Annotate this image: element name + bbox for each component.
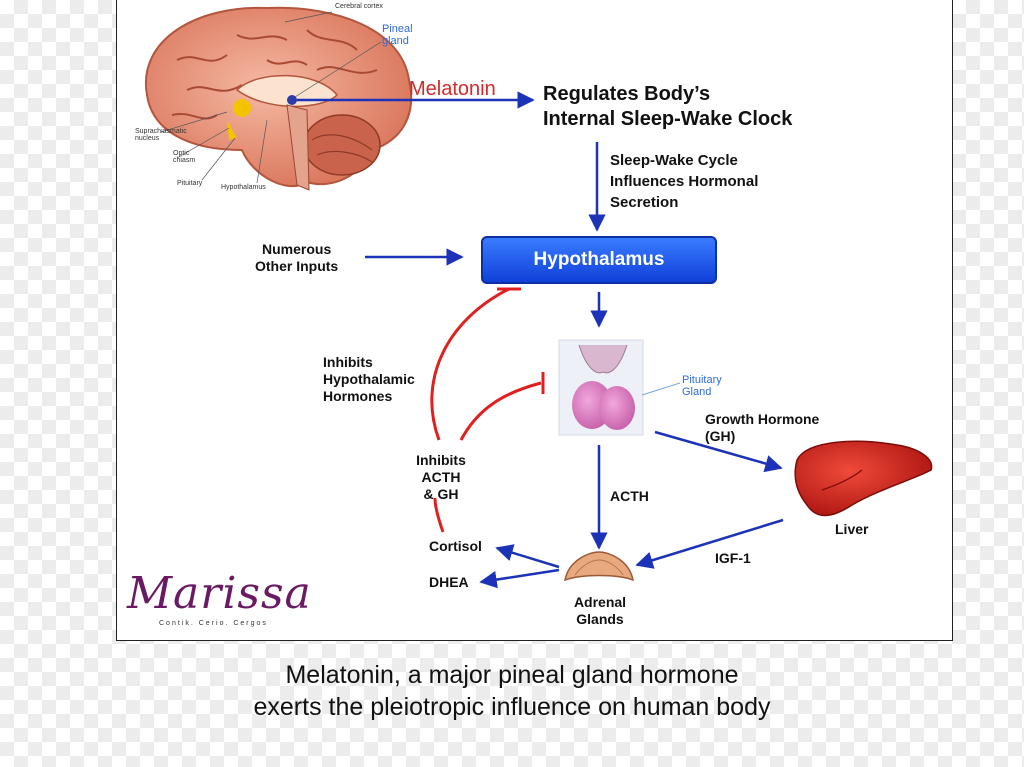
pituitary-small-label: Pituitary (177, 180, 203, 187)
numerous-inputs-text: Numerous Other Inputs (255, 241, 339, 274)
igf1-label: IGF-1 (715, 550, 751, 566)
inhibits-acth-gh-text: Inhibits ACTH & GH (416, 452, 466, 502)
hypothalamus-box: Hypothalamus (481, 236, 717, 284)
brain-illustration (144, 6, 413, 191)
pineal-gland-label: Pineal gland (382, 23, 413, 47)
regulates-line2: Internal Sleep-Wake Clock (543, 108, 793, 130)
liver-label: Liver (835, 521, 869, 537)
cortisol-arrow (495, 544, 560, 569)
inhibits-hypothalamic-text: Inhibits Hypothalamic Hormones (323, 354, 415, 404)
cortisol-label: Cortisol (429, 538, 482, 554)
diagram-canvas (144, 6, 933, 589)
melatonin-label: Melatonin (409, 78, 496, 100)
acth-label: ACTH (610, 488, 649, 504)
cerebral-cortex-label: Cerebral cortex (335, 3, 383, 10)
dhea-arrow (479, 568, 560, 589)
adrenal-glands-label: Adrenal Glands (573, 594, 627, 627)
growth-hormone-text: Growth Hormone (GH) (705, 411, 820, 444)
sleep-cycle-text: Sleep-Wake Cycle Influences Hormonal Sec… (610, 152, 759, 211)
marissa-logo: Marissa (127, 568, 312, 619)
hypothalamus-small-label: Hypothalamus (221, 184, 266, 191)
suprachiasmatic-label: Suprachiasmatic nucleus (135, 128, 187, 142)
marissa-logo-tagline: Contik. Cerio. Cergos (159, 620, 268, 627)
slide-caption: Melatonin, a major pineal gland hormone … (253, 661, 771, 721)
inhibition-lines (430, 287, 545, 533)
optic-chiasm-label: Optic chiasm (173, 150, 196, 164)
igf1-arrow (635, 518, 784, 569)
regulates-line1: Regulates Body’s (543, 83, 711, 105)
dhea-label: DHEA (429, 574, 469, 590)
gh-arrow (654, 430, 783, 473)
pituitary-illustration (558, 339, 681, 436)
adrenal-illustration (564, 551, 635, 582)
liver-illustration (794, 440, 933, 517)
pituitary-gland-label: Pituitary Gland (682, 374, 722, 398)
slide-frame: Cerebral cortex Pineal gland Suprachiasm… (116, 0, 953, 641)
